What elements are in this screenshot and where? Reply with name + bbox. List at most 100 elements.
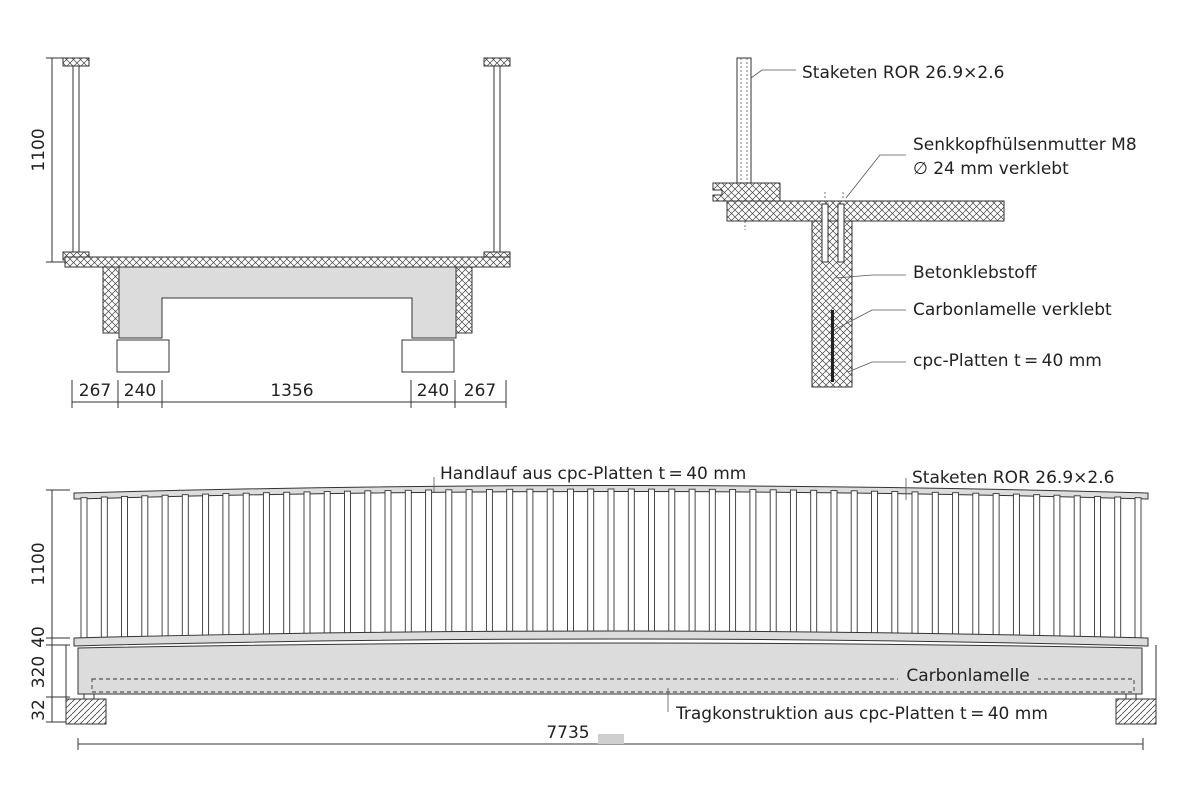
bearing-left bbox=[116, 339, 170, 373]
baluster-post bbox=[708, 488, 716, 634]
bearing-right bbox=[401, 339, 455, 373]
connection-detail: Staketen ROR 26.9×2.6 Senkkopfhülsenmutt… bbox=[712, 57, 1137, 388]
baluster-post bbox=[141, 495, 149, 640]
baluster-post bbox=[202, 493, 210, 638]
abutment-left bbox=[65, 698, 107, 725]
detail-carbon-strip bbox=[831, 310, 834, 382]
baluster-post bbox=[830, 490, 838, 635]
detail-label-diameter: ∅ 24 mm verklebt bbox=[913, 159, 1069, 179]
baluster-post bbox=[181, 494, 189, 639]
baluster-post bbox=[1053, 494, 1061, 639]
dim-267-left: 267 bbox=[79, 381, 111, 401]
baluster-post bbox=[769, 489, 777, 635]
baluster-post bbox=[1033, 494, 1041, 639]
baluster-post bbox=[283, 491, 291, 637]
detail-deck-slab bbox=[726, 200, 1005, 222]
baluster-post bbox=[1134, 497, 1142, 642]
baluster-post bbox=[607, 488, 615, 634]
elev-deck bbox=[73, 630, 1149, 647]
baluster-post bbox=[850, 490, 858, 636]
baluster-post bbox=[425, 489, 433, 635]
baluster-post bbox=[627, 488, 635, 634]
elev-label-carbon: Carbonlamelle bbox=[906, 666, 1029, 686]
baluster-post bbox=[1073, 495, 1081, 640]
cross-section: 1100 267 240 1356 240 bbox=[29, 57, 511, 408]
handrail bbox=[73, 485, 1149, 500]
baluster-post bbox=[810, 489, 818, 635]
baluster-post bbox=[567, 488, 574, 634]
main-beam bbox=[77, 642, 1143, 695]
baluster-post bbox=[1114, 496, 1122, 641]
baluster-post bbox=[688, 488, 696, 634]
baluster-post bbox=[506, 488, 514, 634]
u-beam bbox=[118, 266, 457, 339]
baluster-post bbox=[303, 491, 311, 637]
detail-label-staketen: Staketen ROR 26.9×2.6 bbox=[802, 63, 1004, 83]
baluster-post bbox=[161, 494, 169, 639]
elevation: 1100 40 320 32 Carbonlamelle Handlauf au… bbox=[29, 464, 1157, 750]
elev-dim-length: 7735 bbox=[546, 723, 589, 743]
post-cap-left bbox=[62, 57, 90, 67]
elev-dim-40: 40 bbox=[29, 626, 49, 648]
bearing-pad-right bbox=[1125, 693, 1137, 700]
baluster-post bbox=[1094, 495, 1101, 641]
side-plate-left bbox=[102, 266, 120, 334]
baluster-post bbox=[100, 496, 108, 641]
baluster-post bbox=[222, 493, 230, 638]
abutment-right bbox=[1115, 698, 1157, 725]
baluster-post bbox=[262, 492, 270, 637]
baluster-post bbox=[648, 488, 655, 634]
baluster-post bbox=[587, 488, 595, 634]
baluster-post bbox=[546, 488, 554, 634]
baluster-post bbox=[344, 490, 351, 636]
elev-dim-32: 32 bbox=[29, 699, 49, 721]
detail-nut-left bbox=[821, 203, 829, 263]
elev-label-handlauf: Handlauf aus cpc-Platten t = 40 mm bbox=[440, 464, 746, 484]
baluster-post bbox=[952, 492, 960, 637]
elev-label-staketen: Staketen ROR 26.9×2.6 bbox=[912, 468, 1114, 488]
baluster-post bbox=[729, 489, 737, 634]
baluster-post bbox=[789, 489, 797, 635]
baluster-post bbox=[364, 490, 372, 636]
scale-marker bbox=[598, 734, 624, 744]
elev-dim-1100: 1100 bbox=[29, 542, 49, 585]
baluster-post bbox=[871, 490, 878, 636]
baluster-post bbox=[121, 495, 128, 641]
detail-label-adhesive: Betonklebstoff bbox=[913, 263, 1038, 283]
baluster-post bbox=[526, 488, 534, 634]
carbon-strip-line bbox=[91, 678, 1135, 693]
post-right bbox=[493, 65, 501, 253]
side-plate-right bbox=[455, 266, 473, 334]
detail-label-nut: Senkkopfhülsenmutter M8 bbox=[913, 135, 1137, 155]
baluster-post bbox=[891, 491, 899, 636]
baluster-post bbox=[384, 490, 392, 635]
baluster-post bbox=[1012, 493, 1020, 638]
post-cap-right bbox=[483, 57, 511, 67]
baluster-post bbox=[465, 489, 473, 634]
dim-240-right: 240 bbox=[417, 381, 449, 401]
dim-240-left: 240 bbox=[124, 381, 156, 401]
detail-nut-right bbox=[837, 203, 845, 263]
baluster-post bbox=[323, 491, 331, 636]
deck-slab bbox=[64, 256, 511, 268]
baluster-post bbox=[668, 488, 676, 634]
elev-label-trag: Tragkonstruktion aus cpc-Platten t = 40 … bbox=[675, 704, 1048, 724]
detail-label-carbon: Carbonlamelle verklebt bbox=[913, 300, 1112, 320]
baluster-post bbox=[931, 491, 939, 637]
carbon-label-bg bbox=[898, 664, 1038, 686]
baluster-post bbox=[972, 492, 980, 638]
detail-label-plates: cpc-Platten t = 40 mm bbox=[913, 351, 1102, 371]
detail-edge-cap bbox=[712, 182, 781, 202]
dim-1356: 1356 bbox=[270, 381, 313, 401]
baluster-post bbox=[485, 489, 493, 634]
baluster-post bbox=[80, 497, 88, 642]
post-left bbox=[72, 65, 80, 253]
baluster-post bbox=[242, 492, 250, 638]
height-dim-label: 1100 bbox=[29, 128, 49, 171]
baluster-post bbox=[404, 489, 412, 635]
dim-267-right: 267 bbox=[464, 381, 496, 401]
post-group bbox=[80, 488, 1142, 642]
baluster-post bbox=[749, 489, 757, 634]
baluster-post bbox=[445, 489, 453, 635]
